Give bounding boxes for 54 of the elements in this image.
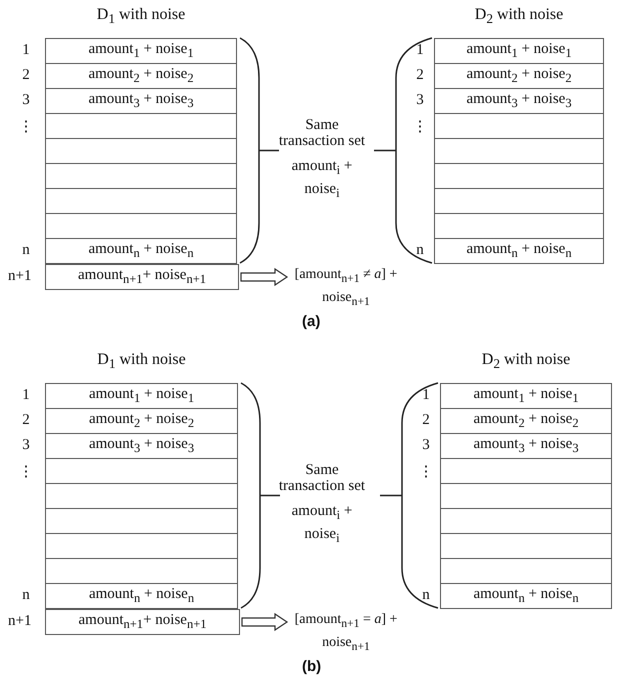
row-number: 1 bbox=[21, 387, 31, 404]
table-cell-text: amount$_{2}$ + noise$_{2}$ bbox=[466, 66, 572, 86]
table-cell-text: amount$_{n}$ + noise$_{n}$ bbox=[473, 586, 579, 606]
panel-caption: (b) bbox=[302, 658, 322, 675]
center-formula: amount$_{i}$ + noise$_{i}$ bbox=[290, 156, 354, 202]
row-number: 1 bbox=[21, 42, 31, 59]
table-title: D$_{2}$ with noise bbox=[474, 6, 564, 28]
table-cell-text: amount$_{3}$ + noise$_{3}$ bbox=[473, 436, 579, 456]
row-number: 2 bbox=[415, 67, 425, 84]
row-number: ⋮ bbox=[412, 118, 428, 136]
row-number: n+1 bbox=[8, 268, 32, 285]
row-number: 3 bbox=[21, 437, 31, 454]
row-number: 3 bbox=[421, 437, 431, 454]
row-number: n bbox=[21, 242, 31, 259]
row-number: ⋮ bbox=[18, 463, 34, 481]
row-number: ⋮ bbox=[18, 118, 34, 136]
table-cell-text: amount$_{n}$ + noise$_{n}$ bbox=[466, 241, 572, 261]
table-cell-text: amount$_{2}$ + noise$_{2}$ bbox=[88, 66, 194, 86]
row-number: 1 bbox=[421, 387, 431, 404]
table-cell-text: amount$_{3}$ + noise$_{3}$ bbox=[88, 436, 194, 456]
table-cell-text: amount$_{3}$ + noise$_{3}$ bbox=[466, 91, 572, 111]
row-number: n bbox=[415, 242, 425, 259]
table-cell-text: amount$_{1}$ + noise$_{1}$ bbox=[473, 386, 579, 406]
row-number: 2 bbox=[21, 67, 31, 84]
row-number: 3 bbox=[21, 92, 31, 109]
condition-text: [amount$_{n+1}$ ≠ a] + noise$_{n+1}$ bbox=[290, 265, 402, 311]
table-cell-text: amount$_{2}$ + noise$_{2}$ bbox=[88, 411, 194, 431]
panel-caption: (a) bbox=[302, 313, 320, 330]
table-title: D$_{1}$ with noise bbox=[96, 6, 186, 28]
table-title: D$_{2}$ with noise bbox=[480, 351, 572, 372]
row-number: 2 bbox=[21, 412, 31, 429]
row-number: n bbox=[421, 587, 431, 604]
table-cell-text: amount$_{1}$ + noise$_{1}$ bbox=[466, 41, 572, 61]
center-heading: Same transaction set bbox=[278, 116, 366, 148]
table-row: amount$_{n+1}$+ noise$_{n+1}$ bbox=[45, 609, 240, 635]
table-cell-text: amount$_{3}$ + noise$_{3}$ bbox=[88, 91, 194, 111]
table-row: amount$_{n+1}$+ noise$_{n+1}$ bbox=[45, 264, 239, 290]
hollow-arrow bbox=[241, 612, 288, 632]
row-number: n bbox=[21, 587, 31, 604]
row-number: ⋮ bbox=[418, 463, 434, 481]
row-number: 3 bbox=[415, 92, 425, 109]
row-number: 2 bbox=[421, 412, 431, 429]
condition-text: [amount$_{n+1}$ = a] + noise$_{n+1}$ bbox=[290, 610, 402, 656]
hollow-arrow bbox=[240, 268, 288, 286]
table-title: D$_{1}$ with noise bbox=[96, 351, 187, 372]
table-cell-text: amount$_{n}$ + noise$_{n}$ bbox=[88, 241, 194, 261]
table-cell-text: amount$_{2}$ + noise$_{2}$ bbox=[473, 411, 579, 431]
row-number: n+1 bbox=[8, 613, 32, 630]
row-number: 1 bbox=[415, 42, 425, 59]
table-cell-text: amount$_{n}$ + noise$_{n}$ bbox=[88, 586, 194, 606]
table-cell-text: amount$_{1}$ + noise$_{1}$ bbox=[88, 41, 194, 61]
center-heading: Same transaction set bbox=[278, 462, 366, 494]
table-cell-text: amount$_{1}$ + noise$_{1}$ bbox=[88, 386, 194, 406]
center-formula: amount$_{i}$ + noise$_{i}$ bbox=[290, 502, 354, 546]
